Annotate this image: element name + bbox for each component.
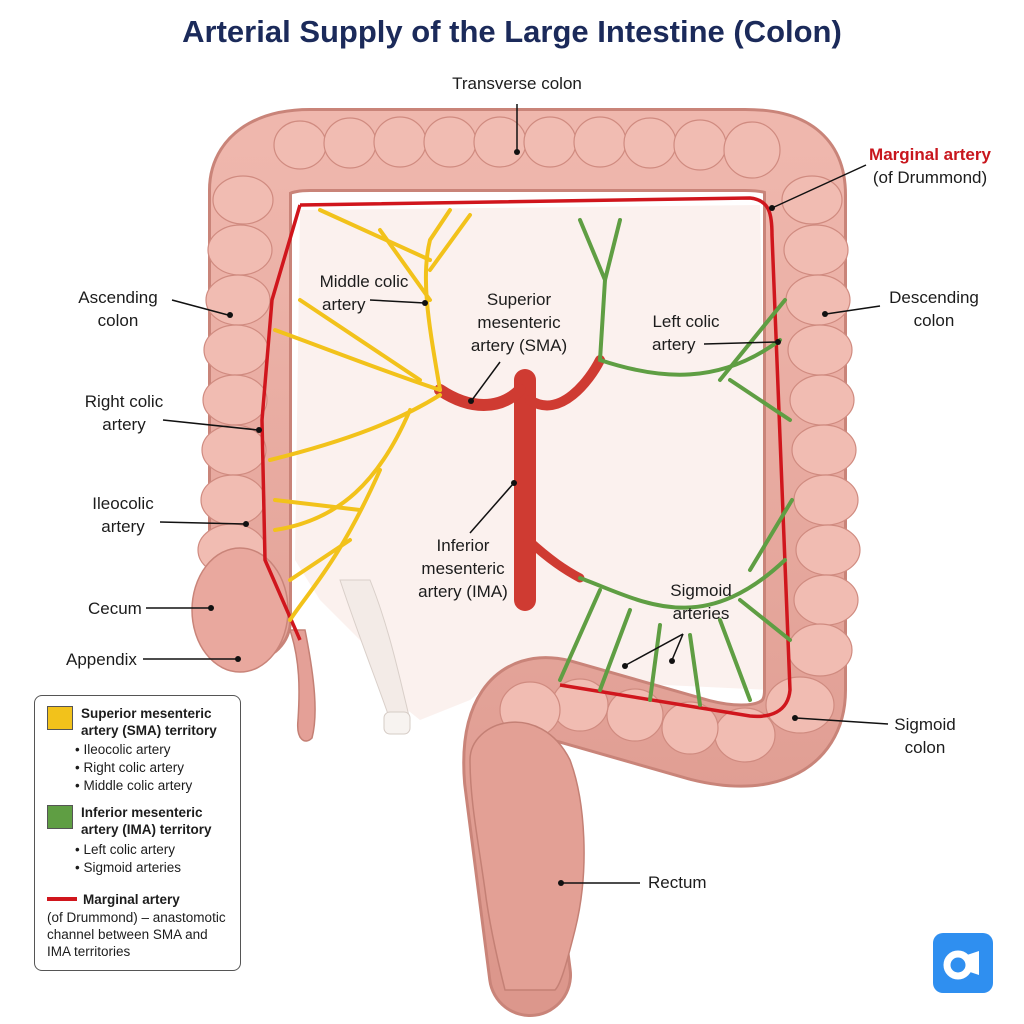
legend-ima-item: • Sigmoid arteries (75, 860, 182, 875)
label-ima: Inferior mesenteric artery (IMA) (418, 536, 508, 601)
rectum-shape (469, 721, 585, 991)
label-sma: Superior mesenteric artery (SMA) (470, 290, 568, 355)
label-sigmoid-colon: Sigmoid colon (894, 715, 956, 757)
legend-sma-item: • Right colic artery (75, 760, 185, 775)
leader-dots (208, 149, 828, 886)
label-cecum: Cecum (88, 599, 142, 618)
page-title: Arterial Supply of the Large Intestine (… (182, 14, 842, 49)
label-sigmoid-arteries: Sigmoid arteries (670, 581, 732, 623)
ileum-cut-end (383, 711, 411, 735)
label-appendix: Appendix (66, 650, 137, 669)
legend-marginal-text: (of Drummond) – anastomotic channel betw… (47, 910, 226, 959)
sma-branches (268, 208, 472, 622)
haustra (197, 116, 861, 763)
label-ascending-colon: Ascending colon (78, 288, 158, 330)
legend-sma-swatch (47, 706, 73, 730)
leader-lines (143, 104, 889, 884)
ima-branches (558, 218, 794, 707)
appendix-shape (288, 629, 316, 742)
legend-sma-item: • Middle colic artery (75, 778, 193, 793)
legend-box: Superior mesenteric artery (SMA) territo… (34, 695, 241, 971)
label-marginal-artery: Marginal artery (of Drummond) (869, 145, 991, 187)
aorta-trunk (434, 355, 605, 611)
marginal-artery-right (260, 204, 302, 641)
legend-ima-heading: Inferior mesenteric artery (IMA) territo… (81, 805, 212, 837)
legend-ima-swatch (47, 805, 73, 829)
label-descending-colon: Descending colon (889, 288, 979, 330)
marginal-artery (299, 196, 792, 719)
legend-ima-item: • Left colic artery (75, 842, 176, 857)
legend-marginal-line (47, 897, 77, 901)
legend-marginal-heading: Marginal artery (83, 892, 180, 907)
app-logo-badge (933, 933, 993, 993)
label-ileocolic-artery: Ileocolic artery (92, 494, 154, 536)
label-transverse-colon: Transverse colon (452, 74, 582, 93)
label-middle-colic-artery: Middle colic artery (319, 272, 409, 314)
label-left-colic-artery: Left colic artery (652, 312, 720, 354)
legend-sma-heading: Superior mesenteric artery (SMA) territo… (81, 706, 217, 738)
app-logo-icon (943, 950, 979, 980)
legend-sma-item: • Ileocolic artery (75, 742, 171, 757)
label-right-colic-artery: Right colic artery (84, 392, 164, 434)
cecum-shape (191, 547, 289, 673)
label-rectum: Rectum (648, 873, 707, 892)
